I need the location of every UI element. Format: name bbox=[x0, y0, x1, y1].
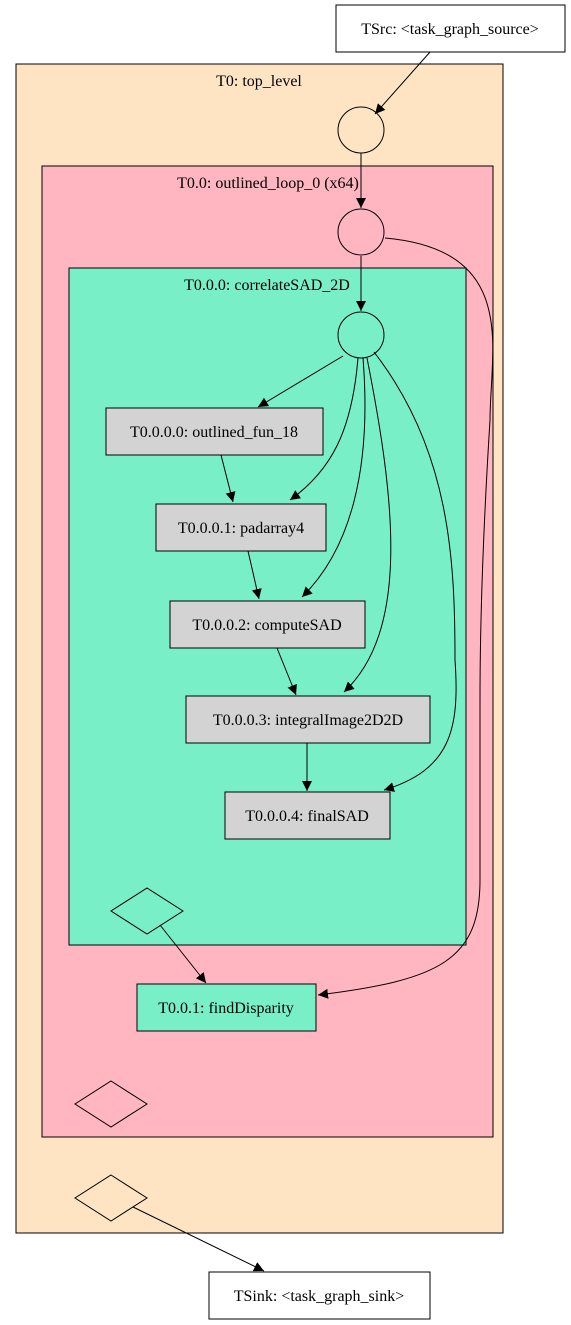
correlate-exit-diamond bbox=[110, 887, 184, 935]
edge-entry-to-computesad bbox=[301, 357, 366, 598]
task-node-label: T0.0.0.4: finalSAD bbox=[245, 808, 369, 825]
task-node: T0.0.0.4: finalSAD bbox=[224, 791, 391, 840]
task-node-label: T0.0.0.2: computeSAD bbox=[192, 617, 341, 634]
edges bbox=[132, 51, 494, 1272]
task-node: T0.0.1: findDisparity bbox=[136, 983, 317, 1032]
edge-computesad-to-integralimage bbox=[276, 647, 297, 696]
task-node: T0.0.0.3: integralImage2D2D bbox=[185, 695, 431, 744]
top-level-exit-diamond bbox=[74, 1174, 148, 1222]
edge-padarray-to-computesad bbox=[247, 550, 262, 600]
edge-top-exit-to-sink bbox=[132, 1206, 265, 1272]
edge-outlined-fun-to-padarray bbox=[220, 454, 236, 503]
task-node-label: T0.0.0.3: integralImage2D2D bbox=[213, 712, 403, 729]
edge-entry-to-finalsad bbox=[373, 351, 457, 792]
edge-source-to-top-entry bbox=[374, 51, 431, 115]
sink-node: TSink: <task_graph_sink> bbox=[208, 1271, 431, 1320]
sink-node-label: TSink: <task_graph_sink> bbox=[234, 1288, 404, 1305]
source-node: TSrc: <task_graph_source> bbox=[335, 4, 566, 53]
correlate-entry-circle bbox=[337, 311, 385, 359]
task-node-label: T0.0.0.0: outlined_fun_18 bbox=[130, 424, 298, 441]
cluster-outlined-loop-label: T0.0: outlined_loop_0 (x64) bbox=[177, 175, 359, 192]
task-node: T0.0.0.1: padarray4 bbox=[155, 503, 327, 552]
edge-loop-entry-to-finddisparity bbox=[317, 237, 494, 999]
task-node: T0.0.0.0: outlined_fun_18 bbox=[105, 407, 324, 456]
cluster-correlate-sad-label: T0.0.0: correlateSAD_2D bbox=[184, 277, 350, 294]
edge-correlate-exit-to-finddisparity bbox=[159, 924, 207, 984]
cluster-top-level-label: T0: top_level bbox=[216, 73, 302, 90]
edge-entry-to-integralimage bbox=[343, 357, 392, 693]
edge-entry-to-outlined-fun bbox=[257, 355, 344, 408]
task-node-label: T0.0.1: findDisparity bbox=[158, 1000, 294, 1017]
task-node-label: T0.0.0.1: padarray4 bbox=[178, 520, 304, 537]
source-node-label: TSrc: <task_graph_source> bbox=[361, 21, 539, 38]
loop-exit-diamond bbox=[74, 1080, 148, 1128]
edge-entry-to-padarray bbox=[289, 357, 359, 501]
task-node: T0.0.0.2: computeSAD bbox=[169, 600, 366, 649]
loop-entry-circle bbox=[337, 208, 385, 256]
top-level-entry-circle bbox=[337, 106, 385, 154]
